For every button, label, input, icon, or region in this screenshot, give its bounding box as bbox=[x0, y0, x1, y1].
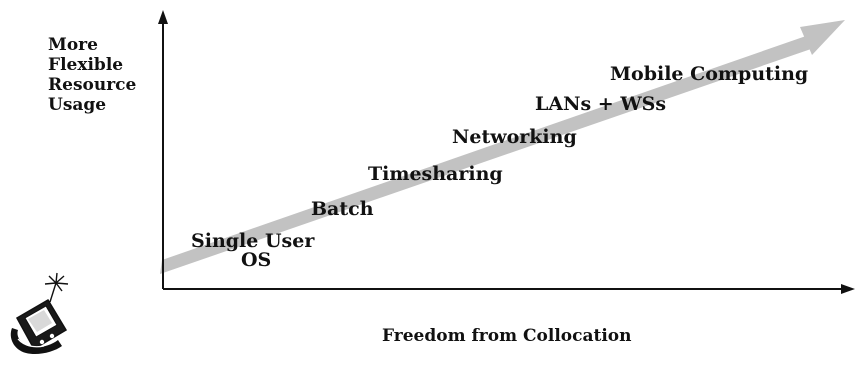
stage-single-user: Single User bbox=[191, 230, 315, 252]
y-axis-label-line-3: Resource bbox=[48, 75, 137, 95]
x-axis-label: Freedom from Collocation bbox=[382, 326, 632, 346]
trend-arrow bbox=[160, 20, 845, 274]
y-axis-label-line-1: More bbox=[48, 35, 98, 55]
axes bbox=[158, 10, 855, 294]
stage-timesharing: Timesharing bbox=[368, 163, 503, 185]
stage-batch: Batch bbox=[311, 198, 374, 220]
y-axis-label: More Flexible Resource Usage bbox=[48, 35, 142, 115]
stage-lans-wss: LANs + WSs bbox=[535, 93, 666, 115]
y-axis-arrowhead bbox=[158, 10, 168, 24]
y-axis-label-line-4: Usage bbox=[48, 95, 106, 115]
trend-arrow-shaft bbox=[160, 36, 811, 274]
pda-device-icon bbox=[10, 272, 69, 355]
stage-os: OS bbox=[241, 249, 271, 271]
y-axis-label-line-2: Flexible bbox=[48, 55, 123, 75]
stage-mobile-computing: Mobile Computing bbox=[610, 63, 808, 85]
x-axis-arrowhead bbox=[841, 284, 855, 294]
stage-networking: Networking bbox=[452, 126, 577, 148]
trend-arrow-head bbox=[800, 20, 845, 55]
